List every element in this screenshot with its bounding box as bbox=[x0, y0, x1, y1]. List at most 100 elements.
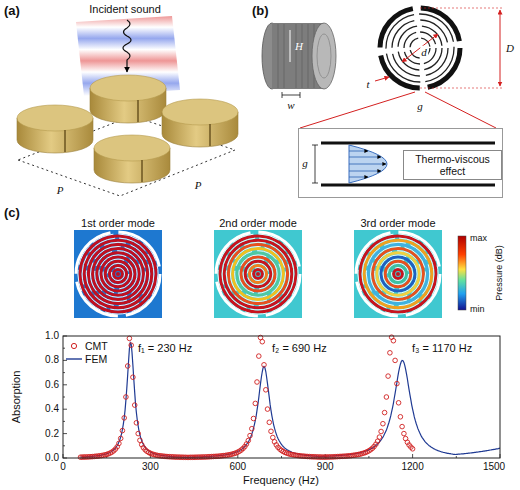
cross-section bbox=[375, 77, 389, 81]
dimension-label: t bbox=[366, 78, 369, 91]
mode-map bbox=[80, 236, 156, 312]
cmt-points bbox=[131, 375, 136, 380]
channel-sketch bbox=[315, 145, 316, 183]
tick-label: 0.0 bbox=[45, 452, 59, 464]
tick-label: 0.2 bbox=[45, 428, 59, 440]
cmt-points bbox=[248, 433, 253, 438]
cylinder-resonator bbox=[162, 99, 238, 147]
mode-map bbox=[91, 247, 146, 302]
cmt-points bbox=[396, 401, 401, 406]
tick-label: 900 bbox=[317, 461, 334, 473]
mode-map bbox=[364, 240, 432, 308]
mode-map bbox=[86, 242, 149, 305]
tick-label: 1200 bbox=[401, 461, 423, 473]
axis-title: Frequency (Hz) bbox=[243, 474, 319, 487]
mode-map bbox=[394, 270, 403, 279]
cmt-points bbox=[410, 447, 415, 452]
tick-label: 0.8 bbox=[45, 355, 59, 367]
mode-map bbox=[105, 261, 131, 287]
cylinder-resonator bbox=[64, 130, 66, 152]
cylinder-resonator bbox=[94, 135, 170, 161]
dimension-label: g bbox=[417, 100, 423, 113]
mode-map bbox=[222, 238, 294, 310]
cross-section bbox=[410, 38, 430, 58]
cmt-points bbox=[265, 407, 270, 412]
cmt-points bbox=[398, 415, 403, 420]
mode-map bbox=[228, 244, 287, 303]
cmt-points bbox=[391, 338, 396, 343]
cmt-points bbox=[120, 428, 125, 433]
dimension-label: d bbox=[420, 46, 428, 59]
sound-pulse bbox=[123, 20, 131, 72]
mode-map bbox=[368, 244, 427, 303]
panel-a-array bbox=[17, 16, 238, 196]
mode-map bbox=[241, 257, 275, 291]
panel-b-unit bbox=[296, 24, 297, 88]
panel-b-unit bbox=[290, 30, 291, 62]
flow-arrow bbox=[349, 171, 381, 172]
cmt-points bbox=[127, 336, 132, 341]
mode-map bbox=[371, 247, 426, 302]
fem-curve bbox=[81, 343, 501, 458]
mode-map bbox=[101, 257, 135, 291]
mode-map bbox=[109, 265, 126, 282]
axis-tick bbox=[63, 336, 500, 458]
mode-map bbox=[366, 242, 429, 305]
legend-marker bbox=[66, 341, 82, 351]
cross-section bbox=[300, 8, 504, 128]
cmt-points bbox=[393, 358, 398, 363]
mode-map bbox=[74, 230, 162, 318]
cmt-points bbox=[381, 421, 386, 426]
cross-section bbox=[404, 32, 436, 64]
cylinder-resonator bbox=[162, 99, 238, 125]
mode-map bbox=[95, 251, 142, 298]
mode-map bbox=[385, 261, 411, 287]
cylinder-resonator bbox=[141, 160, 143, 182]
absorption-curve bbox=[78, 335, 500, 460]
mode-title: 1st order mode bbox=[81, 217, 155, 230]
cmt-points bbox=[124, 395, 129, 400]
panel-b-unit bbox=[302, 24, 303, 88]
inset-box: Thermo-viscous effect bbox=[298, 128, 503, 198]
legend-item: FEM bbox=[66, 353, 107, 365]
axis-tick bbox=[63, 409, 67, 410]
mode-map bbox=[235, 251, 282, 298]
mode-map bbox=[76, 232, 160, 316]
mode-map bbox=[114, 270, 123, 279]
mode-map bbox=[107, 263, 128, 284]
cross-section bbox=[420, 88, 504, 89]
cmt-points bbox=[255, 380, 260, 385]
axis-tick bbox=[63, 384, 67, 385]
mode-map bbox=[99, 255, 137, 293]
cylinder-resonator bbox=[137, 100, 139, 122]
peak-annotation: f₂ = 690 Hz bbox=[272, 342, 327, 355]
mode-map bbox=[375, 251, 422, 298]
mode-map bbox=[358, 234, 438, 314]
mode-map bbox=[226, 242, 289, 305]
cmt-points bbox=[377, 435, 382, 440]
cmt-points bbox=[250, 426, 255, 431]
cylinder-resonator bbox=[17, 105, 93, 153]
mode-map bbox=[252, 268, 265, 281]
cmt-points bbox=[138, 438, 143, 443]
inset-text: Thermo-viscous effect bbox=[403, 150, 502, 180]
panel-b-unit bbox=[278, 24, 279, 88]
mode-map bbox=[243, 259, 273, 289]
mode-map bbox=[78, 234, 158, 314]
mode-map bbox=[216, 232, 300, 316]
tick-label: 1.0 bbox=[45, 330, 59, 342]
cmt-points bbox=[402, 431, 407, 436]
channel-sketch bbox=[321, 142, 495, 145]
panel-b-unit bbox=[300, 92, 301, 98]
velocity-profile bbox=[349, 145, 387, 183]
mode-map bbox=[354, 230, 442, 318]
panel-b-unit bbox=[282, 92, 283, 98]
mode-map bbox=[245, 261, 271, 287]
cmt-points bbox=[400, 424, 405, 429]
colorbar-label: max bbox=[470, 233, 487, 243]
flow-arrow bbox=[349, 157, 381, 158]
colorbar-label: min bbox=[470, 304, 485, 314]
panel-b-unit bbox=[308, 24, 309, 88]
absorption-chart bbox=[63, 335, 500, 460]
legend-text: FEM bbox=[85, 353, 107, 365]
